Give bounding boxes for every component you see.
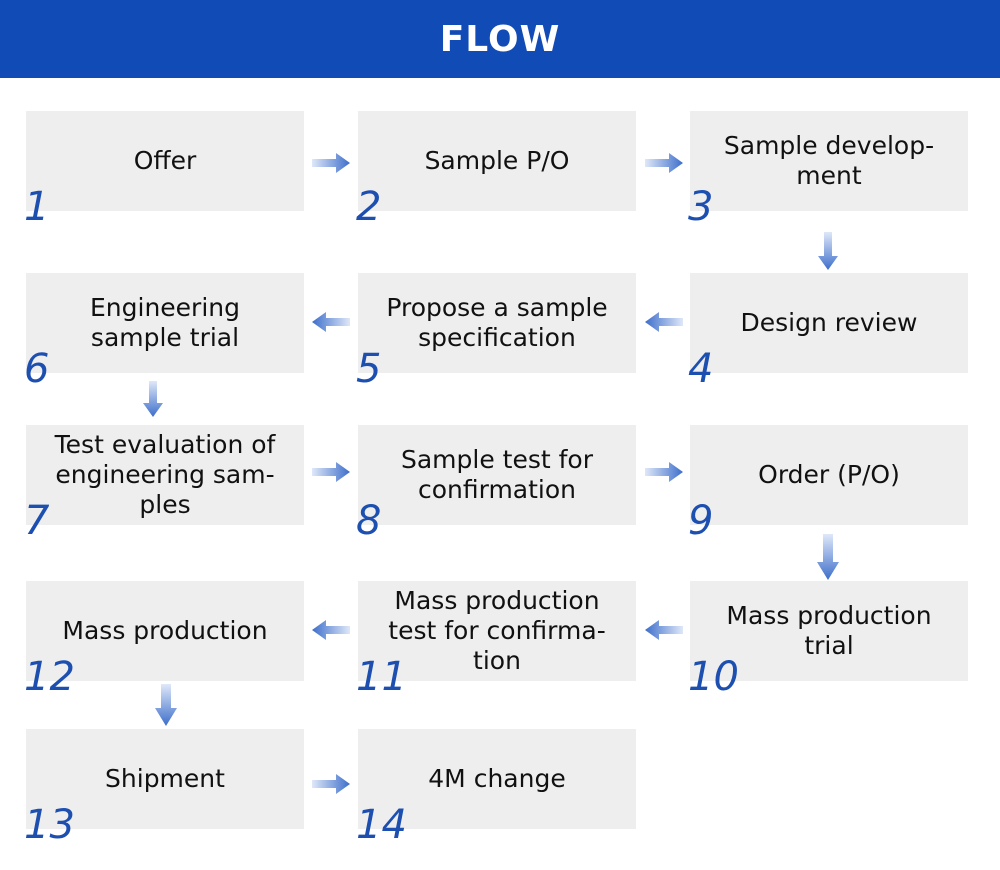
flow-step-8: Sample test for confirmation 8	[356, 425, 636, 541]
step-label: Shipment	[105, 764, 225, 793]
step-number: 12	[24, 654, 75, 700]
flow-step-3: Sample develop- ment 3	[688, 111, 968, 227]
down-arrow-icon	[155, 684, 177, 726]
step-number: 9	[688, 498, 714, 544]
flow-step-9: Order (P/O) 9	[688, 425, 968, 541]
flow-step-5: Propose a sample specification 5	[356, 273, 636, 389]
step-label: Propose a sample specification	[386, 293, 608, 352]
step-label: Test evaluation of engineering sam- ples	[54, 430, 276, 519]
down-arrow-icon	[818, 232, 838, 270]
step-number: 2	[356, 184, 382, 230]
flow-step-14: 4M change 14	[356, 729, 636, 845]
step-number: 4	[688, 346, 714, 392]
flow-step-10: Mass production trial 10	[688, 581, 968, 697]
step-number: 10	[688, 654, 739, 700]
step-label: Sample develop- ment	[723, 131, 935, 190]
step-label: Mass production	[62, 616, 268, 645]
right-arrow-icon	[312, 462, 350, 482]
right-arrow-icon	[645, 153, 683, 173]
right-arrow-icon	[312, 153, 350, 173]
flow-step-4: Design review 4	[688, 273, 968, 389]
step-number: 8	[356, 498, 382, 544]
right-arrow-icon	[645, 462, 683, 482]
flow-step-6: Engineering sample trial 6	[24, 273, 304, 389]
step-number: 7	[24, 498, 50, 544]
step-label: Order (P/O)	[758, 460, 900, 489]
flow-step-12: Mass production 12	[24, 581, 304, 697]
flow-step-7: Test evaluation of engineering sam- ples…	[24, 425, 304, 541]
down-arrow-icon	[817, 534, 839, 580]
step-label: Design review	[740, 308, 918, 337]
step-label: Engineering sample trial	[90, 293, 240, 352]
flow-step-13: Shipment 13	[24, 729, 304, 845]
left-arrow-icon	[645, 620, 683, 640]
step-label: Mass production test for confirma- tion	[388, 586, 606, 675]
left-arrow-icon	[645, 312, 683, 332]
flow-step-1: Offer 1	[24, 111, 304, 227]
step-number: 13	[24, 802, 75, 848]
step-number: 11	[356, 654, 407, 700]
step-number: 3	[688, 184, 714, 230]
step-label: Sample test for confirmation	[400, 445, 594, 504]
step-label: 4M change	[428, 764, 566, 793]
flow-step-2: Sample P/O 2	[356, 111, 636, 227]
step-label: Offer	[133, 146, 197, 175]
step-number: 1	[24, 184, 50, 230]
step-number: 5	[356, 346, 382, 392]
step-number: 6	[24, 346, 50, 392]
left-arrow-icon	[312, 312, 350, 332]
down-arrow-icon	[143, 381, 163, 417]
step-label: Sample P/O	[424, 146, 570, 175]
right-arrow-icon	[312, 774, 350, 794]
page-title: FLOW	[439, 18, 561, 60]
step-number: 14	[356, 802, 407, 848]
step-label: Mass production trial	[726, 601, 932, 660]
header-bar: FLOW	[0, 0, 1000, 78]
left-arrow-icon	[312, 620, 350, 640]
flow-step-11: Mass production test for confirma- tion …	[356, 581, 636, 697]
